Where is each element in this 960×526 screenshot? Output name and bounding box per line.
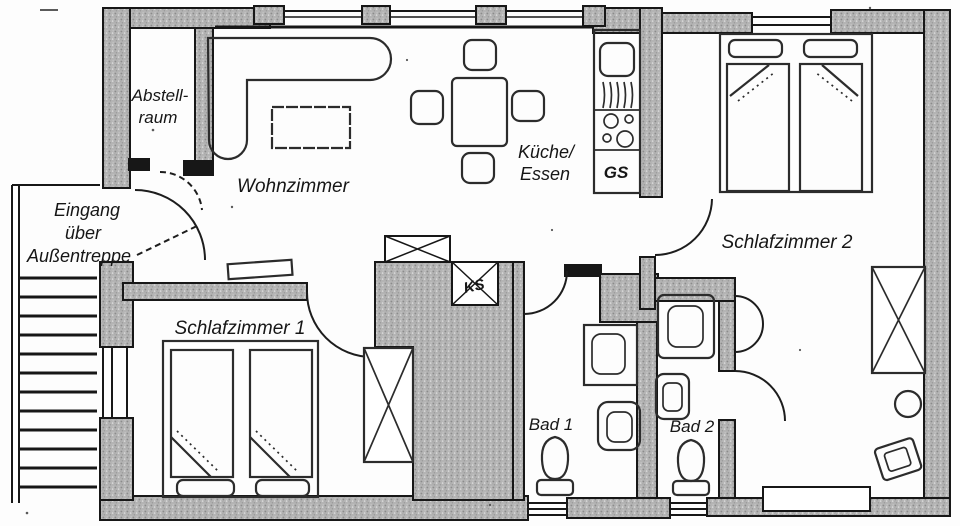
kitchen-divider-wall <box>639 7 663 198</box>
window-bath1-bottom <box>528 502 567 516</box>
bath1-fixtures <box>535 323 642 497</box>
kitchen-sink <box>598 41 636 78</box>
interior-walls <box>122 7 736 501</box>
window-bedroom2-bottom <box>762 486 871 512</box>
label-eingang-3: Außentreppe <box>26 246 131 266</box>
chair-tilted <box>873 437 923 482</box>
window-bath2-bottom <box>670 502 707 516</box>
dishwasher-label: GS <box>604 163 629 182</box>
kitchen-counter <box>592 28 642 195</box>
dining-set <box>409 38 546 185</box>
doors <box>134 170 786 422</box>
window-bedroom2-top <box>752 16 831 26</box>
bedroom2-furniture <box>718 32 927 482</box>
kitchen-unit: GS <box>592 28 642 195</box>
pillow <box>802 38 859 59</box>
window-bedroom1-left <box>102 347 128 418</box>
toilet-2 <box>671 438 711 497</box>
bath1-door <box>523 270 568 315</box>
shower-2 <box>656 293 716 360</box>
bedroom2-door <box>654 198 713 256</box>
coffee-table <box>270 105 352 150</box>
label-kueche-1: Küche/ <box>518 142 576 162</box>
dining-chair <box>409 89 445 126</box>
corner-sofa <box>206 36 393 161</box>
dining-chair <box>462 38 498 72</box>
room-labels: Abstell- raum Eingang über Außentreppe W… <box>26 86 853 436</box>
wall-stub <box>128 158 150 171</box>
washbasin-2 <box>654 372 691 421</box>
label-schlafzimmer1: Schlafzimmer 1 <box>175 318 306 339</box>
stool <box>893 389 923 419</box>
double-bed-1 <box>161 339 320 499</box>
entry-door <box>134 189 206 261</box>
dining-table <box>450 76 509 148</box>
windows <box>102 5 871 516</box>
pillow <box>175 478 236 498</box>
noise-specks <box>25 6 872 515</box>
shower-1 <box>582 323 639 387</box>
label-bad1: Bad 1 <box>529 415 573 434</box>
label-eingang-1: Eingang <box>54 200 120 220</box>
label-abstellraum-1: Abstell- <box>131 86 189 105</box>
cupboard-box <box>384 235 451 263</box>
label-abstellraum-2: raum <box>139 108 178 127</box>
wardrobe-2 <box>870 265 927 375</box>
label-eingang-2: über <box>65 223 102 243</box>
label-wohnzimmer: Wohnzimmer <box>237 176 350 197</box>
window-band-top <box>215 5 606 29</box>
label-schlafzimmer2: Schlafzimmer 2 <box>722 232 853 253</box>
washbasin-1 <box>596 400 642 452</box>
drainer-lines <box>602 81 634 109</box>
toilet-1 <box>535 435 575 497</box>
bath2-fixtures <box>654 293 716 497</box>
mattress <box>248 348 314 479</box>
mattress <box>169 348 235 479</box>
hob-burners <box>602 113 634 148</box>
sideboard <box>226 258 294 281</box>
external-stairs <box>11 184 100 503</box>
storage-door <box>159 170 203 211</box>
bath2-door-swing <box>734 295 764 353</box>
mattress <box>725 62 791 193</box>
living-room-furniture <box>206 36 393 281</box>
pillow <box>727 38 784 59</box>
pillow <box>254 478 311 498</box>
bath2-door <box>734 370 786 422</box>
dining-chair <box>460 151 496 185</box>
bedroom1-furniture <box>161 339 415 499</box>
label-bad2: Bad 2 <box>670 417 715 436</box>
bedroom1-door <box>306 291 373 358</box>
wardrobe-1 <box>362 346 415 464</box>
fridge-niche: KS <box>451 261 499 306</box>
mattress <box>798 62 864 193</box>
dining-chair <box>510 89 546 123</box>
label-kueche-2: Essen <box>520 164 570 184</box>
double-bed-2 <box>718 32 874 194</box>
wall-stub <box>183 160 212 176</box>
fridge-label: KS <box>462 276 486 297</box>
